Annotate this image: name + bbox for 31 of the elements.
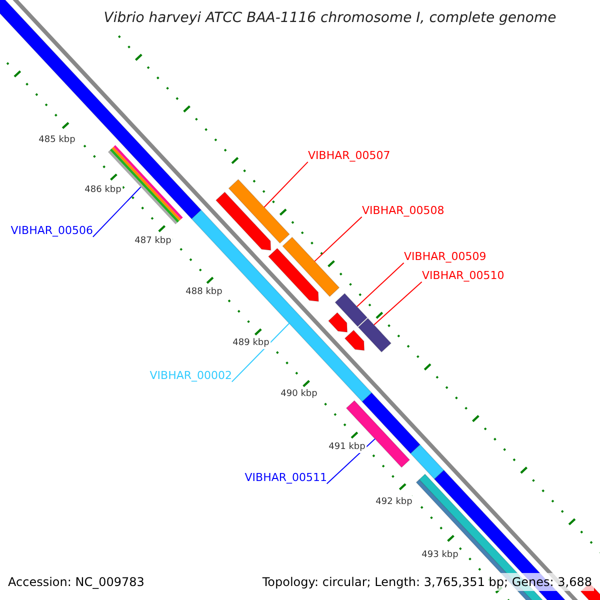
tick-label: 488 kbp (184, 286, 224, 298)
gene-feature-bar (228, 178, 290, 244)
gene-feature-bar (346, 400, 410, 468)
tick-label: 490 kbp (280, 388, 318, 400)
tick-label: 492 kbp (374, 496, 414, 508)
gene-feature-bar (282, 236, 340, 298)
leader-line (92, 186, 142, 238)
leader-line (373, 281, 422, 326)
leader-line (356, 262, 404, 308)
tick-label: 486 kbp (84, 184, 122, 196)
leader-line (264, 161, 308, 208)
diagram-title: Vibrio harveyi ATCC BAA-1116 chromosome I, complete genome (102, 9, 558, 28)
gene-feature-bar (334, 292, 368, 328)
tick-label: 485 kbp (38, 134, 76, 146)
gene-label: VIBHAR_00002 (150, 369, 232, 383)
gene-label: VIBHAR_00507 (308, 149, 390, 163)
tick-label: 491 kbp (328, 441, 366, 453)
leader-line (326, 438, 376, 484)
gene-label: VIBHAR_00508 (362, 204, 444, 218)
gene-feature-bar (358, 318, 392, 353)
gene-label: VIBHAR_00510 (422, 269, 504, 283)
gene-label: VIBHAR_00506 (10, 224, 93, 238)
tick-label: 487 kbp (134, 235, 172, 247)
tick-label: 493 kbp (420, 549, 460, 561)
tick-label: 489 kbp (232, 337, 270, 349)
gene-label: VIBHAR_00511 (244, 471, 327, 485)
genome-summary-text: Topology: circular; Length: 3,765,351 bp; Genes: 3,688 (260, 573, 594, 591)
accession-text: Accession: NC_009783 (8, 574, 144, 590)
leader-line (314, 216, 362, 262)
gene-label: VIBHAR_00509 (404, 250, 486, 264)
leader-line (231, 322, 290, 382)
